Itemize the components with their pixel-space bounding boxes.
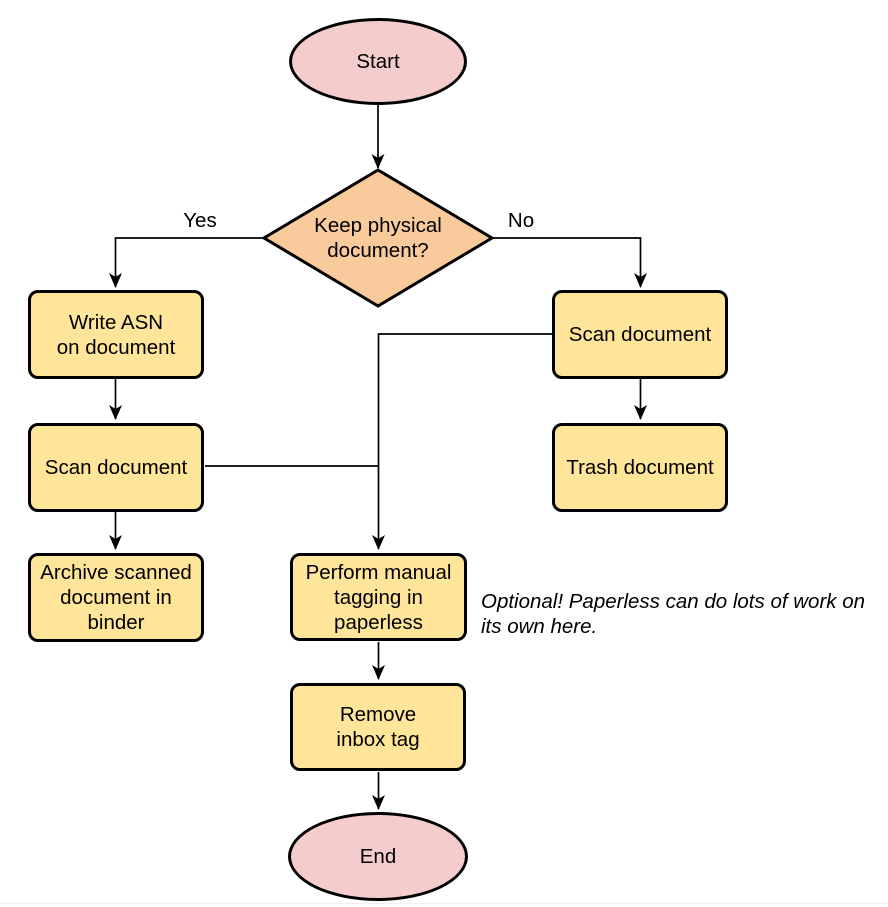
annotation-text: Optional! Paperless can do lots of work … <box>481 590 866 638</box>
decision-diamond-shape <box>261 168 495 308</box>
node-scan-document-right-label: Scan document <box>568 323 712 346</box>
node-remove-inbox-tag-label: Remove inbox tag <box>336 703 420 751</box>
bottom-divider <box>0 903 888 904</box>
node-manual-tagging: Perform manual tagging in paperless <box>290 553 467 641</box>
node-archive-binder-label: Archive scanned document in binder <box>40 561 192 634</box>
edge-decision-yes-to-write-asn <box>109 237 264 288</box>
node-end-label: End <box>359 845 397 868</box>
node-start-label: Start <box>356 50 400 73</box>
edge-scan-right-to-tagging <box>372 333 552 550</box>
node-write-asn: Write ASN on document <box>28 290 204 379</box>
node-trash-document: Trash document <box>552 423 728 512</box>
node-scan-document-right: Scan document <box>552 290 728 379</box>
node-scan-document-left-label: Scan document <box>44 456 188 479</box>
node-end: End <box>288 812 468 901</box>
node-write-asn-label: Write ASN on document <box>56 310 176 359</box>
edge-label-no: No <box>507 209 535 232</box>
node-manual-tagging-label: Perform manual tagging in paperless <box>305 560 452 634</box>
node-trash-document-label: Trash document <box>566 456 714 479</box>
edge-label-yes: Yes <box>183 209 217 232</box>
node-decision: Keep physical document? <box>293 212 463 264</box>
edge-decision-no-to-scan-right <box>492 237 647 288</box>
node-remove-inbox-tag: Remove inbox tag <box>290 683 466 771</box>
node-scan-document-left: Scan document <box>28 423 204 512</box>
node-start: Start <box>289 18 467 105</box>
node-archive-binder: Archive scanned document in binder <box>28 553 204 642</box>
node-decision-label: Keep physical document? <box>314 214 442 262</box>
